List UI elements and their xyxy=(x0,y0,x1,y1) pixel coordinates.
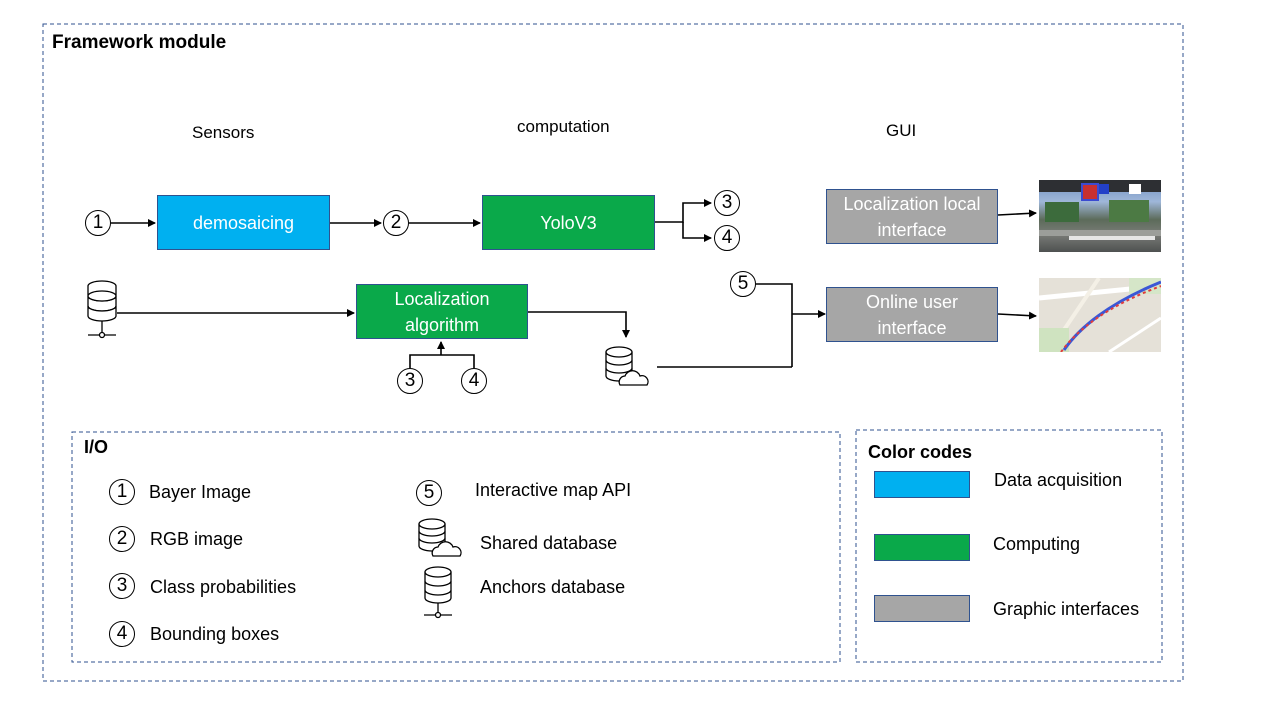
column-gui: GUI xyxy=(886,121,917,140)
io-rgb-image: RGB image xyxy=(150,529,244,549)
arrow-online-interface-to-map xyxy=(997,311,1037,320)
local-interface-screenshot xyxy=(1039,180,1161,252)
io-class-probabilities: Class probabilities xyxy=(150,577,297,597)
local-interface-block: Localization local interface xyxy=(826,189,998,244)
color-codes-title: Color codes xyxy=(868,442,973,462)
anchors-database-icon xyxy=(87,280,117,339)
yolo-label: YoloV3 xyxy=(540,212,597,233)
swatch-computing xyxy=(874,534,970,561)
online-interface-line2: interface xyxy=(877,317,947,338)
io-bounding-boxes: Bounding boxes xyxy=(150,624,280,644)
io-marker-5: 5 xyxy=(416,480,442,506)
column-sensors: Sensors xyxy=(192,123,255,142)
color-codes-frame xyxy=(855,429,1163,663)
marker-5: 5 xyxy=(730,271,756,297)
online-interface-map-screenshot xyxy=(1039,278,1161,352)
localization-algorithm-line1: Localization xyxy=(394,288,490,309)
localization-algorithm-line2: algorithm xyxy=(404,314,480,335)
arrow-local-interface-to-screenshot xyxy=(997,209,1037,218)
io-interactive-map-api: Interactive map API xyxy=(475,480,632,500)
localization-algorithm-block: Localization algorithm xyxy=(356,284,528,339)
marker-2: 2 xyxy=(383,210,409,236)
marker-4-input: 4 xyxy=(461,368,487,394)
online-interface-block: Online user interface xyxy=(826,287,998,342)
marker-1: 1 xyxy=(85,210,111,236)
online-interface-line1: Online user xyxy=(865,291,959,312)
legend-anchors-database-icon xyxy=(424,566,452,619)
local-interface-line1: Localization local xyxy=(843,193,981,214)
io-anchors-database: Anchors database xyxy=(480,577,626,597)
io-marker-1: 1 xyxy=(109,479,135,505)
local-interface-line2: interface xyxy=(877,219,947,240)
color-code-computing: Computing xyxy=(993,534,1081,554)
color-code-data-acquisition: Data acquisition xyxy=(994,470,1123,490)
legend-shared-database-icon xyxy=(418,518,462,557)
yolo-block: YoloV3 xyxy=(482,195,655,250)
column-computation: computation xyxy=(517,117,610,136)
swatch-data-acquisition xyxy=(874,471,970,498)
demosaicing-label: demosaicing xyxy=(192,212,295,233)
io-shared-database: Shared database xyxy=(480,533,618,553)
shared-database-icon xyxy=(605,346,649,386)
io-marker-3: 3 xyxy=(109,573,135,599)
io-frame xyxy=(71,431,841,663)
line-5 xyxy=(756,283,793,367)
io-marker-2: 2 xyxy=(109,526,135,552)
marker-4-output: 4 xyxy=(714,225,740,251)
arrow-yolo-to-3 xyxy=(655,199,712,223)
frame-title: Framework module xyxy=(52,32,227,53)
color-code-graphic-interfaces: Graphic interfaces xyxy=(993,599,1140,619)
io-marker-4: 4 xyxy=(109,621,135,647)
framework-frame xyxy=(42,23,1184,682)
arrow-yolo-to-4 xyxy=(682,222,712,242)
io-bayer-image: Bayer Image xyxy=(149,482,252,502)
io-title: I/O xyxy=(84,437,109,457)
arrow-localization-to-shared-db xyxy=(528,311,630,338)
swatch-graphic-interfaces xyxy=(874,595,970,622)
marker-3-input: 3 xyxy=(397,368,423,394)
arrow-3-4-to-localization xyxy=(409,354,475,368)
marker-3-output: 3 xyxy=(714,190,740,216)
demosaicing-block: demosaicing xyxy=(157,195,330,250)
